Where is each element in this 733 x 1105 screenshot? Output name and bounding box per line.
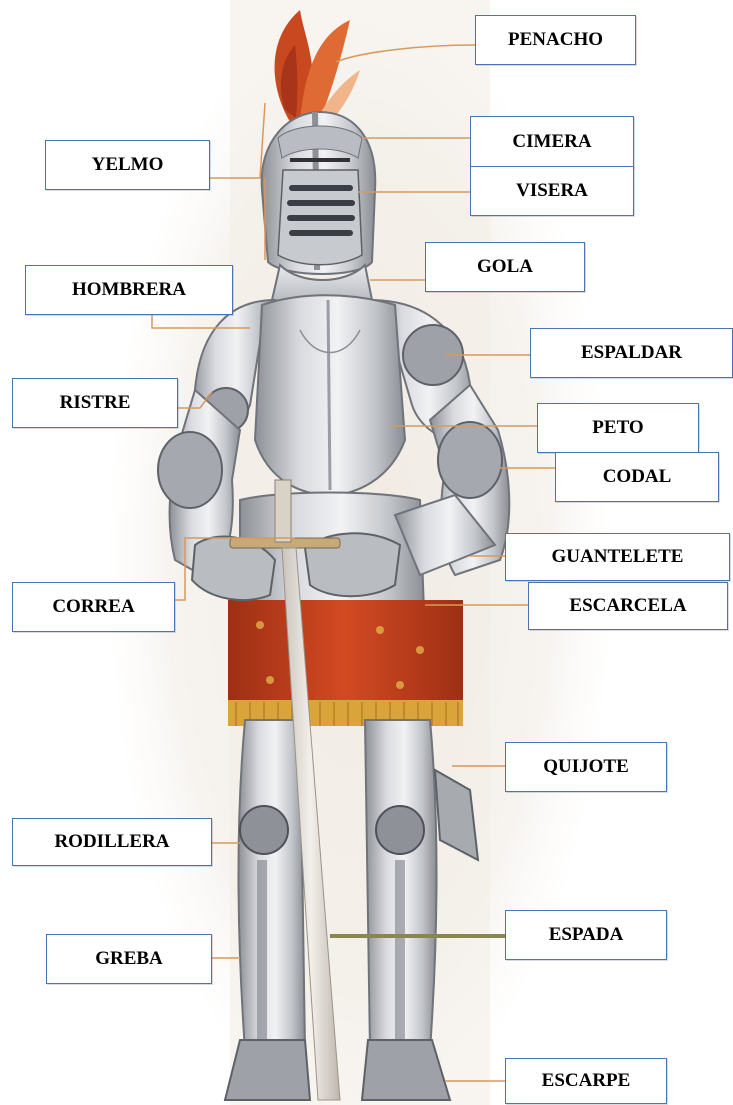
left-elbow — [157, 431, 223, 509]
label-cimera: CIMERA — [470, 116, 634, 168]
label-peto: PETO — [537, 403, 699, 453]
left-leg — [237, 719, 307, 1051]
leader-lines — [151, 44, 555, 1082]
label-rodillera: RODILLERA — [12, 818, 212, 866]
plume — [274, 10, 360, 128]
red-skirt — [228, 600, 463, 705]
label-hombrera: HOMBRERA — [25, 265, 233, 315]
label-ristre: RISTRE — [12, 378, 178, 428]
label-escarcela: ESCARCELA — [528, 582, 728, 630]
helmet — [260, 110, 377, 275]
axe-head — [433, 768, 480, 862]
label-greba: GREBA — [46, 934, 212, 984]
right-knee — [375, 805, 425, 855]
label-codal: CODAL — [555, 452, 719, 502]
label-correa: CORREA — [12, 582, 175, 632]
label-visera: VISERA — [470, 166, 634, 216]
right-elbow — [437, 421, 503, 499]
left-knee — [239, 805, 289, 855]
label-gola: GOLA — [425, 242, 585, 292]
right-gauntlet — [303, 532, 402, 598]
label-escarpe: ESCARPE — [505, 1058, 667, 1104]
sword-blade — [281, 547, 341, 1101]
right-sabaton — [360, 1039, 452, 1101]
label-penacho: PENACHO — [475, 15, 636, 65]
sword-hilt — [274, 479, 292, 543]
left-gauntlet — [190, 535, 277, 601]
left-sabaton — [223, 1039, 312, 1101]
label-espada: ESPADA — [505, 910, 667, 960]
label-quijote: QUIJOTE — [505, 742, 667, 792]
label-yelmo: YELMO — [45, 140, 210, 190]
label-espaldar: ESPALDAR — [530, 328, 733, 378]
label-guantelete: GUANTELETE — [505, 533, 730, 581]
forearm-right — [393, 493, 497, 577]
